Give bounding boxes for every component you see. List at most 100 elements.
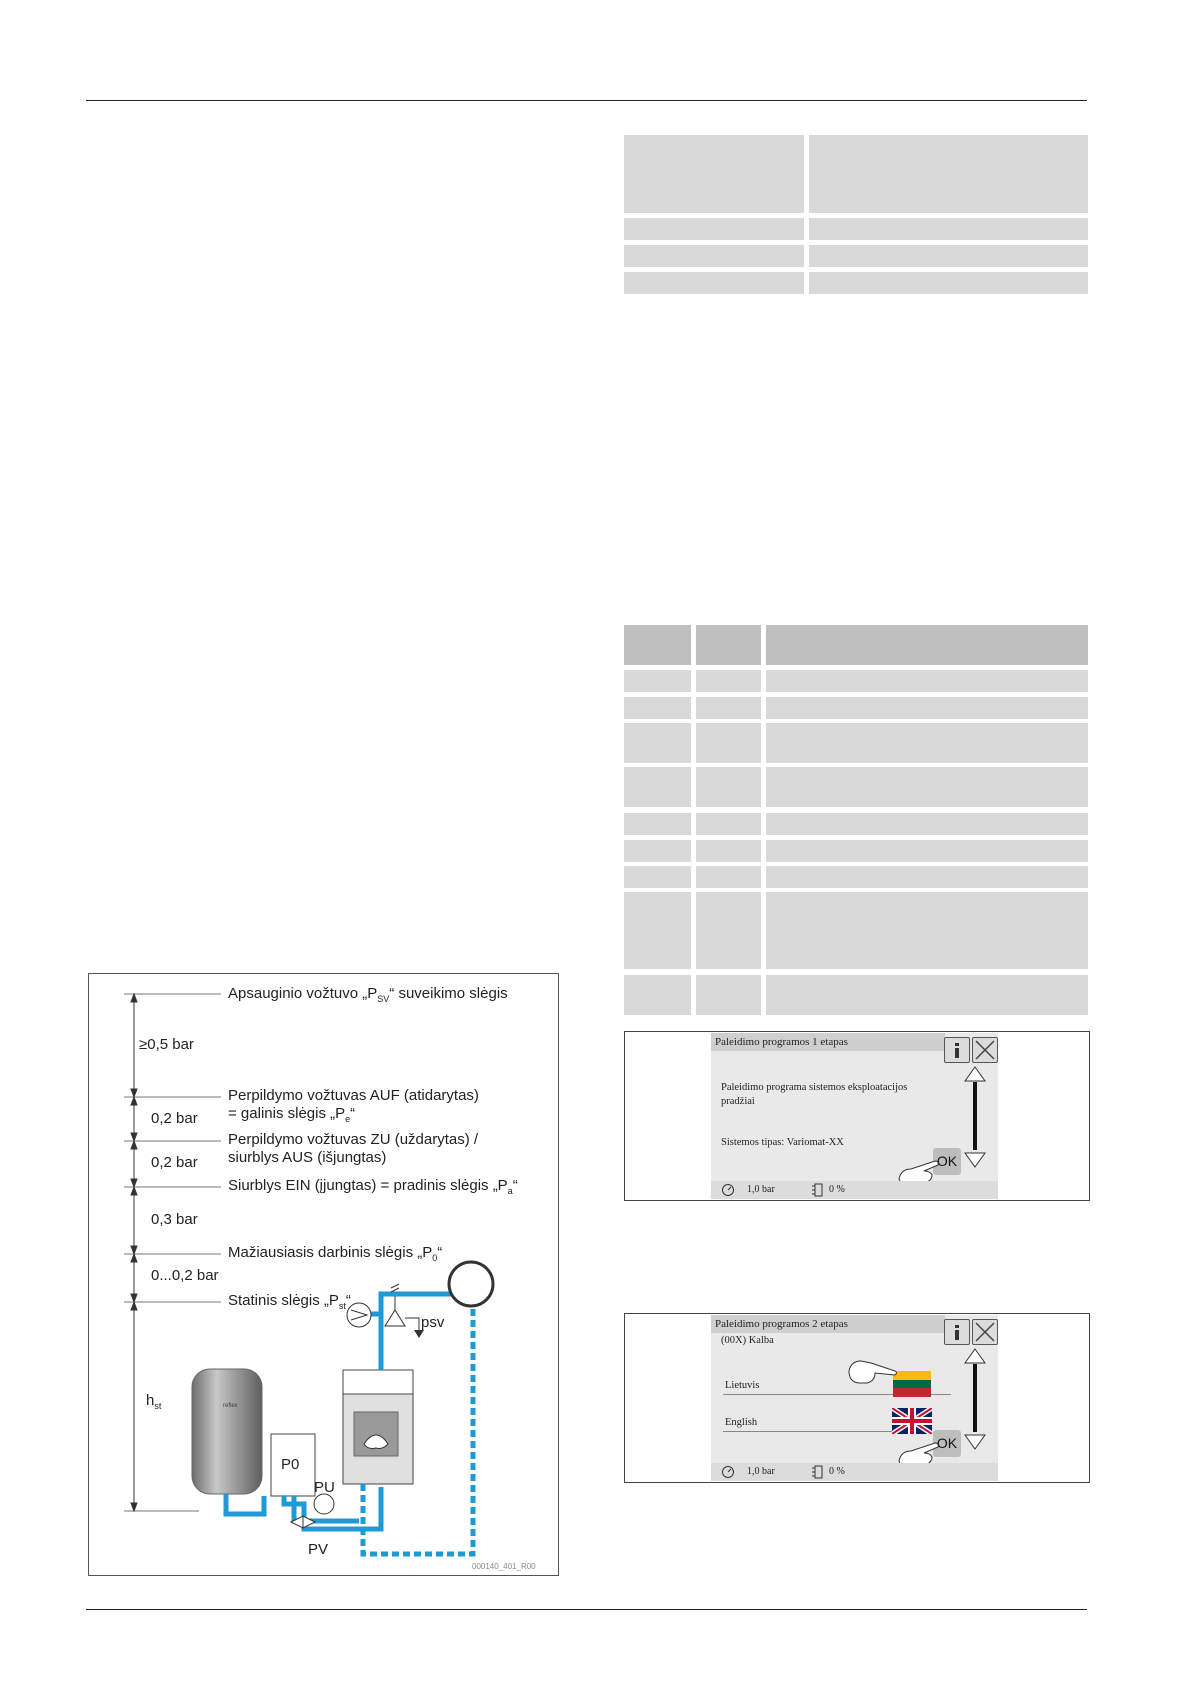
table2-cell [624,866,691,888]
info-button[interactable] [944,1037,970,1063]
level-min-label: Mažiausiasis darbinis slėgis „P0“ [228,1244,443,1263]
status-bar: 1,0 bar 0 % [711,1181,998,1199]
close-icon [975,1040,995,1060]
table2-cell [624,767,691,807]
table1-cell [809,218,1088,240]
table2-cell [696,697,761,719]
pressure-diagram: reflex [88,973,559,1576]
close-button[interactable] [972,1319,998,1345]
dim-3-label: 0,2 bar [151,1154,198,1171]
table2-cell [696,866,761,888]
scroll-track [973,1364,977,1432]
language-divider [723,1394,951,1395]
display-panel: Paleidimo programos 1 etapas Paleidimo p… [711,1033,998,1199]
figure-code: 000140_401_R00 [472,1562,536,1571]
scroll-down-icon [964,1152,986,1168]
level-static-label: Statinis slėgis „Pst“ [228,1292,351,1311]
table2-cell [696,670,761,692]
tank-level-icon [812,1465,823,1479]
table1-header-cell [809,135,1088,213]
table1-cell [624,272,804,294]
system-type-text: Sistemos tipas: Variomat-XX [721,1137,844,1148]
table2-cell [624,975,691,1015]
dim-1-label: ≥0,5 bar [139,1036,194,1053]
scrollbar[interactable] [963,1347,987,1451]
level-value: 0 % [829,1466,845,1477]
psv-label: psv [421,1314,445,1331]
table2-cell [766,975,1088,1015]
table2-cell [624,723,691,763]
footer-rule [86,1609,1087,1610]
pressure-gauge-icon [722,1466,734,1478]
table1-cell [809,272,1088,294]
dim-2-label: 0,2 bar [151,1110,198,1127]
info-text-line2: pradžiai [721,1096,755,1107]
table2-cell [766,723,1088,763]
table2-cell [696,892,761,969]
dim-4-label: 0,3 bar [151,1211,198,1228]
scroll-track [973,1082,977,1150]
hand-pointer-icon [848,1360,897,1384]
language-setting-label: (00X) Kalba [721,1335,774,1346]
table2-cell [624,813,691,835]
table2-cell [624,892,691,969]
table1-header-cell [624,135,804,213]
vessel-brand-label: reflex [223,1403,238,1409]
info-icon [955,1043,959,1058]
scroll-up-icon [964,1066,986,1082]
panel-title: Paleidimo programos 2 etapas [711,1315,945,1333]
table2-cell [766,866,1088,888]
table1-cell [809,245,1088,267]
display-panel: Paleidimo programos 2 etapas (00X) Kalba… [711,1315,998,1481]
scrollbar[interactable] [963,1065,987,1169]
dim-5-label: 0...0,2 bar [151,1267,219,1284]
p0-label: P0 [281,1456,300,1473]
table2-cell [696,975,761,1015]
table2-cell [766,813,1088,835]
table2-cell [696,813,761,835]
language-option-english[interactable]: English [725,1417,758,1428]
table2-header-cell [624,625,691,665]
table2-cell [624,670,691,692]
screen-step2: Paleidimo programos 2 etapas (00X) Kalba… [624,1313,1090,1483]
pv-label: PV [308,1541,329,1558]
table2-cell [696,840,761,862]
level-auf-label: Perpildymo vožtuvas AUF (atidarytas) = g… [228,1087,479,1124]
status-bar: 1,0 bar 0 % [711,1463,998,1481]
table2-cell [766,767,1088,807]
info-icon [955,1325,959,1340]
pressure-diagram-graphic: reflex [124,992,495,1557]
lithuanian-flag-icon[interactable] [893,1371,931,1397]
level-zu-label: Perpildymo vožtuvas ZU (uždarytas) / siu… [228,1131,479,1166]
table2-cell [696,723,761,763]
language-option-lithuanian[interactable]: Lietuvis [725,1380,760,1391]
level-psv-label: Apsauginio vožtuvo „PSV“ suveikimo slėgi… [228,985,508,1004]
table2-cell [624,840,691,862]
table2-cell [766,892,1088,969]
table2-cell [766,697,1088,719]
panel-title: Paleidimo programos 1 etapas [711,1033,945,1051]
tank-level-icon [812,1183,823,1197]
table2-header-cell [766,625,1088,665]
table1-cell [624,245,804,267]
table1-cell [624,218,804,240]
close-button[interactable] [972,1037,998,1063]
header-rule [86,100,1087,101]
info-button[interactable] [944,1319,970,1345]
table2-cell [766,840,1088,862]
pressure-gauge-icon [722,1184,734,1196]
pu-label: PU [314,1479,335,1496]
table2-cell [624,697,691,719]
pressure-value: 1,0 bar [747,1184,775,1195]
level-pump-on-label: Siurblys EIN (įjungtas) = pradinis slėgi… [228,1177,518,1196]
scroll-up-icon [964,1348,986,1364]
uk-flag-icon[interactable] [892,1408,932,1434]
dim-hst-label: hst [146,1392,162,1411]
table2-header-cell [696,625,761,665]
pressure-value: 1,0 bar [747,1466,775,1477]
info-text-line1: Paleidimo programa sistemos eksploatacij… [721,1082,908,1093]
table2-cell [766,670,1088,692]
level-value: 0 % [829,1184,845,1195]
language-divider [723,1431,927,1432]
table2-cell [696,767,761,807]
